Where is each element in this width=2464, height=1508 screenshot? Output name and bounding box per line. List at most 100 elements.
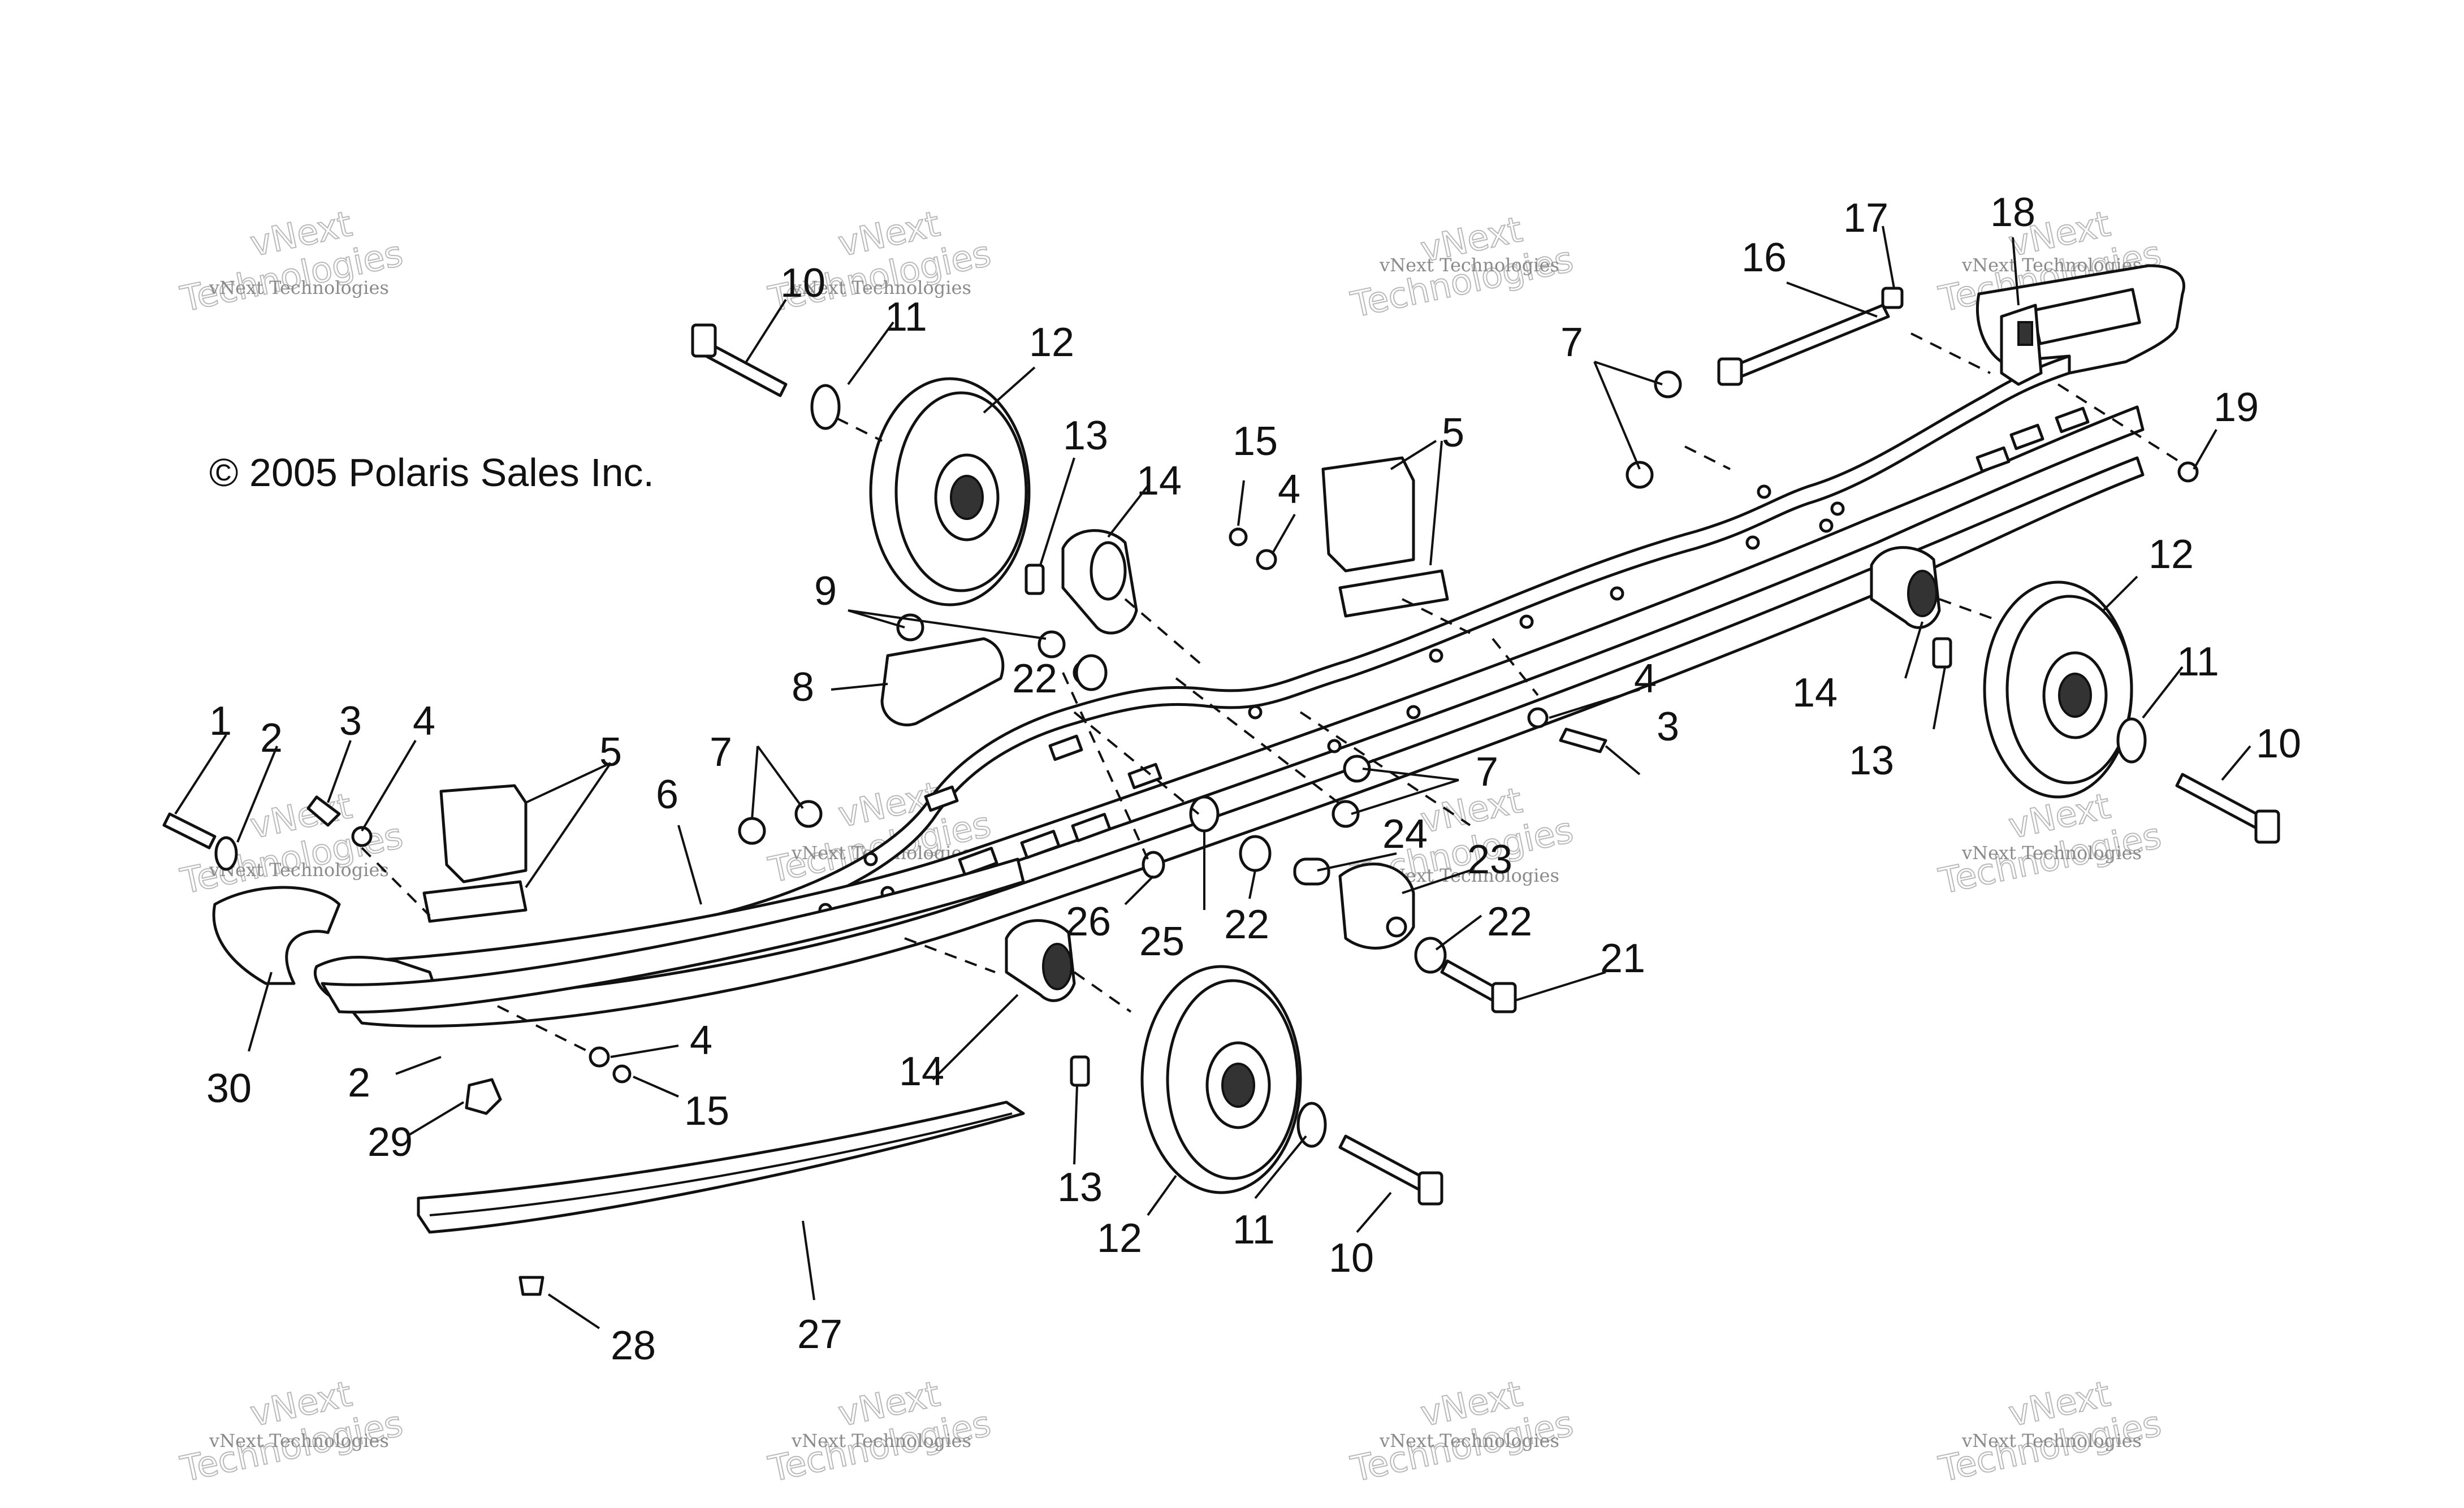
callout-5: 5 xyxy=(1442,410,1464,456)
callout-12: 12 xyxy=(1029,320,1074,365)
rail-assembly xyxy=(313,264,2185,1028)
callout-28: 28 xyxy=(611,1323,656,1368)
callout-7: 7 xyxy=(1476,749,1498,795)
bolt-13-top xyxy=(1024,564,1045,595)
callout-10: 10 xyxy=(2256,721,2301,766)
leader-lines xyxy=(174,226,2251,1329)
callout-22: 22 xyxy=(1012,656,1057,701)
callout-13: 13 xyxy=(1849,738,1894,783)
callout-3: 3 xyxy=(1657,704,1679,749)
nut-15 xyxy=(1229,527,1248,547)
callout-11: 11 xyxy=(1233,1207,1275,1253)
washer-22c xyxy=(1075,654,1108,691)
callout-14: 14 xyxy=(1136,458,1182,504)
watermark: Technologies vNext xyxy=(1935,1372,2165,1490)
callout-23: 23 xyxy=(1467,837,1512,882)
copyright-text: © 2005 Polaris Sales Inc. xyxy=(209,450,654,495)
callout-10: 10 xyxy=(1329,1236,1374,1281)
watermark: Technologies vNext xyxy=(764,1372,995,1490)
bushing-24 xyxy=(1293,857,1330,886)
nut-4 xyxy=(351,826,373,847)
idler-wheel-right xyxy=(1983,580,2133,799)
nut-4b xyxy=(1256,549,1277,570)
watermark-small-text: vNext Technologies xyxy=(791,1430,971,1451)
block-5-left xyxy=(422,784,528,923)
callout-2: 2 xyxy=(348,1060,370,1106)
nut-4c xyxy=(1527,707,1549,729)
callout-24: 24 xyxy=(1382,812,1428,857)
bracket-18 xyxy=(2000,304,2043,386)
wear-strip-edge xyxy=(429,1112,1013,1216)
assembly-lines xyxy=(361,332,2184,1052)
callout-27: 27 xyxy=(797,1312,842,1357)
watermark-small-text: vNext Technologies xyxy=(1961,1430,2142,1451)
callout-14: 14 xyxy=(899,1049,944,1094)
watermark-small-text: vNext Technologies xyxy=(1379,1430,1559,1451)
callout-13: 13 xyxy=(1063,413,1108,458)
bolt-10-right xyxy=(2175,773,2280,844)
watermark-small-text: vNext Technologies xyxy=(1961,842,2142,864)
nut-29 xyxy=(465,1078,502,1115)
callout-4: 4 xyxy=(1634,656,1657,701)
watermark-small-text: vNext Technologies xyxy=(1379,254,1559,276)
washer-11-bottom xyxy=(1296,1102,1327,1148)
callout-19: 19 xyxy=(2214,385,2259,430)
bracket-8 xyxy=(880,637,1005,727)
rail-lower-left-bar xyxy=(321,857,1025,1014)
callout-2: 2 xyxy=(260,716,283,761)
bolt-16 xyxy=(1717,304,1890,386)
callout-8: 8 xyxy=(792,665,814,710)
bolt-10-bottom xyxy=(1338,1134,1443,1206)
bolt-1 xyxy=(162,812,217,850)
callout-15: 15 xyxy=(1233,419,1278,464)
callout-7: 7 xyxy=(710,730,732,775)
watermark: Technologies vNext xyxy=(176,1372,407,1490)
callout-labels: 1 2 2 3 3 4 4 4 4 5 5 6 7 7 7 8 9 10 10 … xyxy=(206,190,2301,1368)
nut-15b xyxy=(612,1064,632,1084)
callout-12: 12 xyxy=(1097,1216,1142,1261)
bolt-13-right xyxy=(1932,637,1952,669)
block-5-top xyxy=(1321,456,1449,618)
bolt-3-right xyxy=(1559,727,1607,753)
callout-4: 4 xyxy=(1278,467,1300,512)
callout-22: 22 xyxy=(1487,899,1532,944)
callout-30: 30 xyxy=(206,1066,252,1111)
watermark-small-text: vNext Technologies xyxy=(209,1430,389,1451)
idler-wheel-top-left xyxy=(869,377,1031,606)
callout-17: 17 xyxy=(1843,196,1888,241)
callout-22: 22 xyxy=(1224,902,1269,947)
nut-4d xyxy=(589,1046,610,1068)
callout-14: 14 xyxy=(1792,670,1838,716)
callout-21: 21 xyxy=(1600,936,1645,981)
callout-26: 26 xyxy=(1066,899,1111,944)
watermark: Technologies vNext xyxy=(1347,1372,1577,1490)
callout-11: 11 xyxy=(2177,639,2219,684)
bumper-30 xyxy=(212,886,341,985)
callout-13: 13 xyxy=(1057,1165,1103,1210)
bushing-25 xyxy=(1189,795,1220,833)
callout-11: 11 xyxy=(885,294,927,340)
callout-29: 29 xyxy=(368,1120,413,1165)
watermark-small-text: vNext Technologies xyxy=(791,277,971,298)
rivet-28 xyxy=(518,1276,544,1296)
watermark: Technologies vNext xyxy=(176,202,407,320)
pivot-14-right xyxy=(1870,546,1941,629)
idler-wheel-bottom xyxy=(1140,965,1302,1194)
callout-4: 4 xyxy=(413,699,435,744)
nut-17 xyxy=(1881,287,1904,309)
watermark-small-text: vNext Technologies xyxy=(209,859,389,881)
washer-11-top xyxy=(810,384,841,430)
rail-slider-track-lower xyxy=(338,456,2145,1028)
callout-4: 4 xyxy=(690,1018,712,1063)
pivot-23 xyxy=(1338,863,1415,950)
callout-3: 3 xyxy=(339,699,362,744)
washer-22b xyxy=(1414,937,1447,974)
bolt-21 xyxy=(1440,959,1517,1013)
pivot-14-bottom xyxy=(1005,919,1076,1002)
watermark-small-text: vNext Technologies xyxy=(209,277,389,298)
washer-2 xyxy=(214,836,238,871)
callout-12: 12 xyxy=(2149,532,2194,577)
callout-15: 15 xyxy=(684,1089,729,1134)
bolt-10-top xyxy=(691,323,788,397)
